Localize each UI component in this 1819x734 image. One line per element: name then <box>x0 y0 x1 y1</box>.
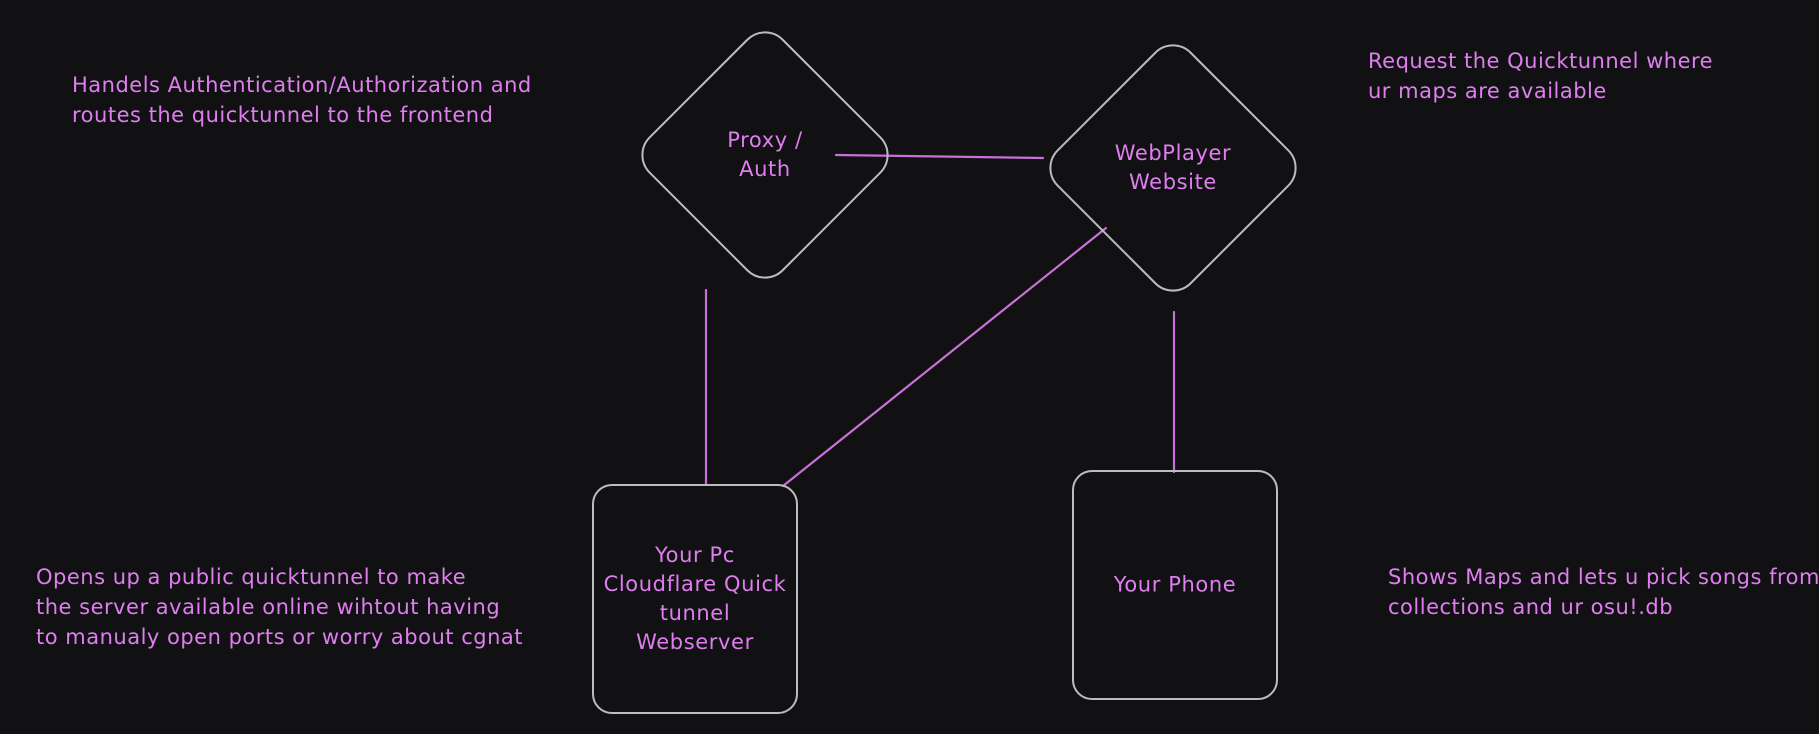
annotation-your-phone: Shows Maps and lets u pick songs from co… <box>1388 565 1819 619</box>
node-your-phone-label: Your Phone <box>1113 572 1237 597</box>
annotation-proxy-auth: Handels Authentication/Authorization and… <box>72 73 532 127</box>
annotation-your-pc: Opens up a public quicktunnel to make th… <box>36 565 523 649</box>
edge-webplayer-to-pc <box>781 226 1108 488</box>
node-your-pc[interactable]: Your Pc Cloudflare Quick tunnel Webserve… <box>592 484 798 714</box>
node-webplayer-website-label: WebPlayer Website <box>1114 141 1232 194</box>
node-your-pc-label: Your Pc Cloudflare Quick tunnel Webserve… <box>603 543 787 654</box>
annotation-webplayer: Request the Quicktunnel where ur maps ar… <box>1368 49 1714 103</box>
node-webplayer-website[interactable]: WebPlayer Website <box>1038 33 1308 303</box>
node-proxy-auth-label: Proxy / Auth <box>727 128 803 181</box>
node-proxy-auth[interactable]: Proxy / Auth <box>630 20 900 290</box>
node-your-phone[interactable]: Your Phone <box>1072 470 1278 700</box>
